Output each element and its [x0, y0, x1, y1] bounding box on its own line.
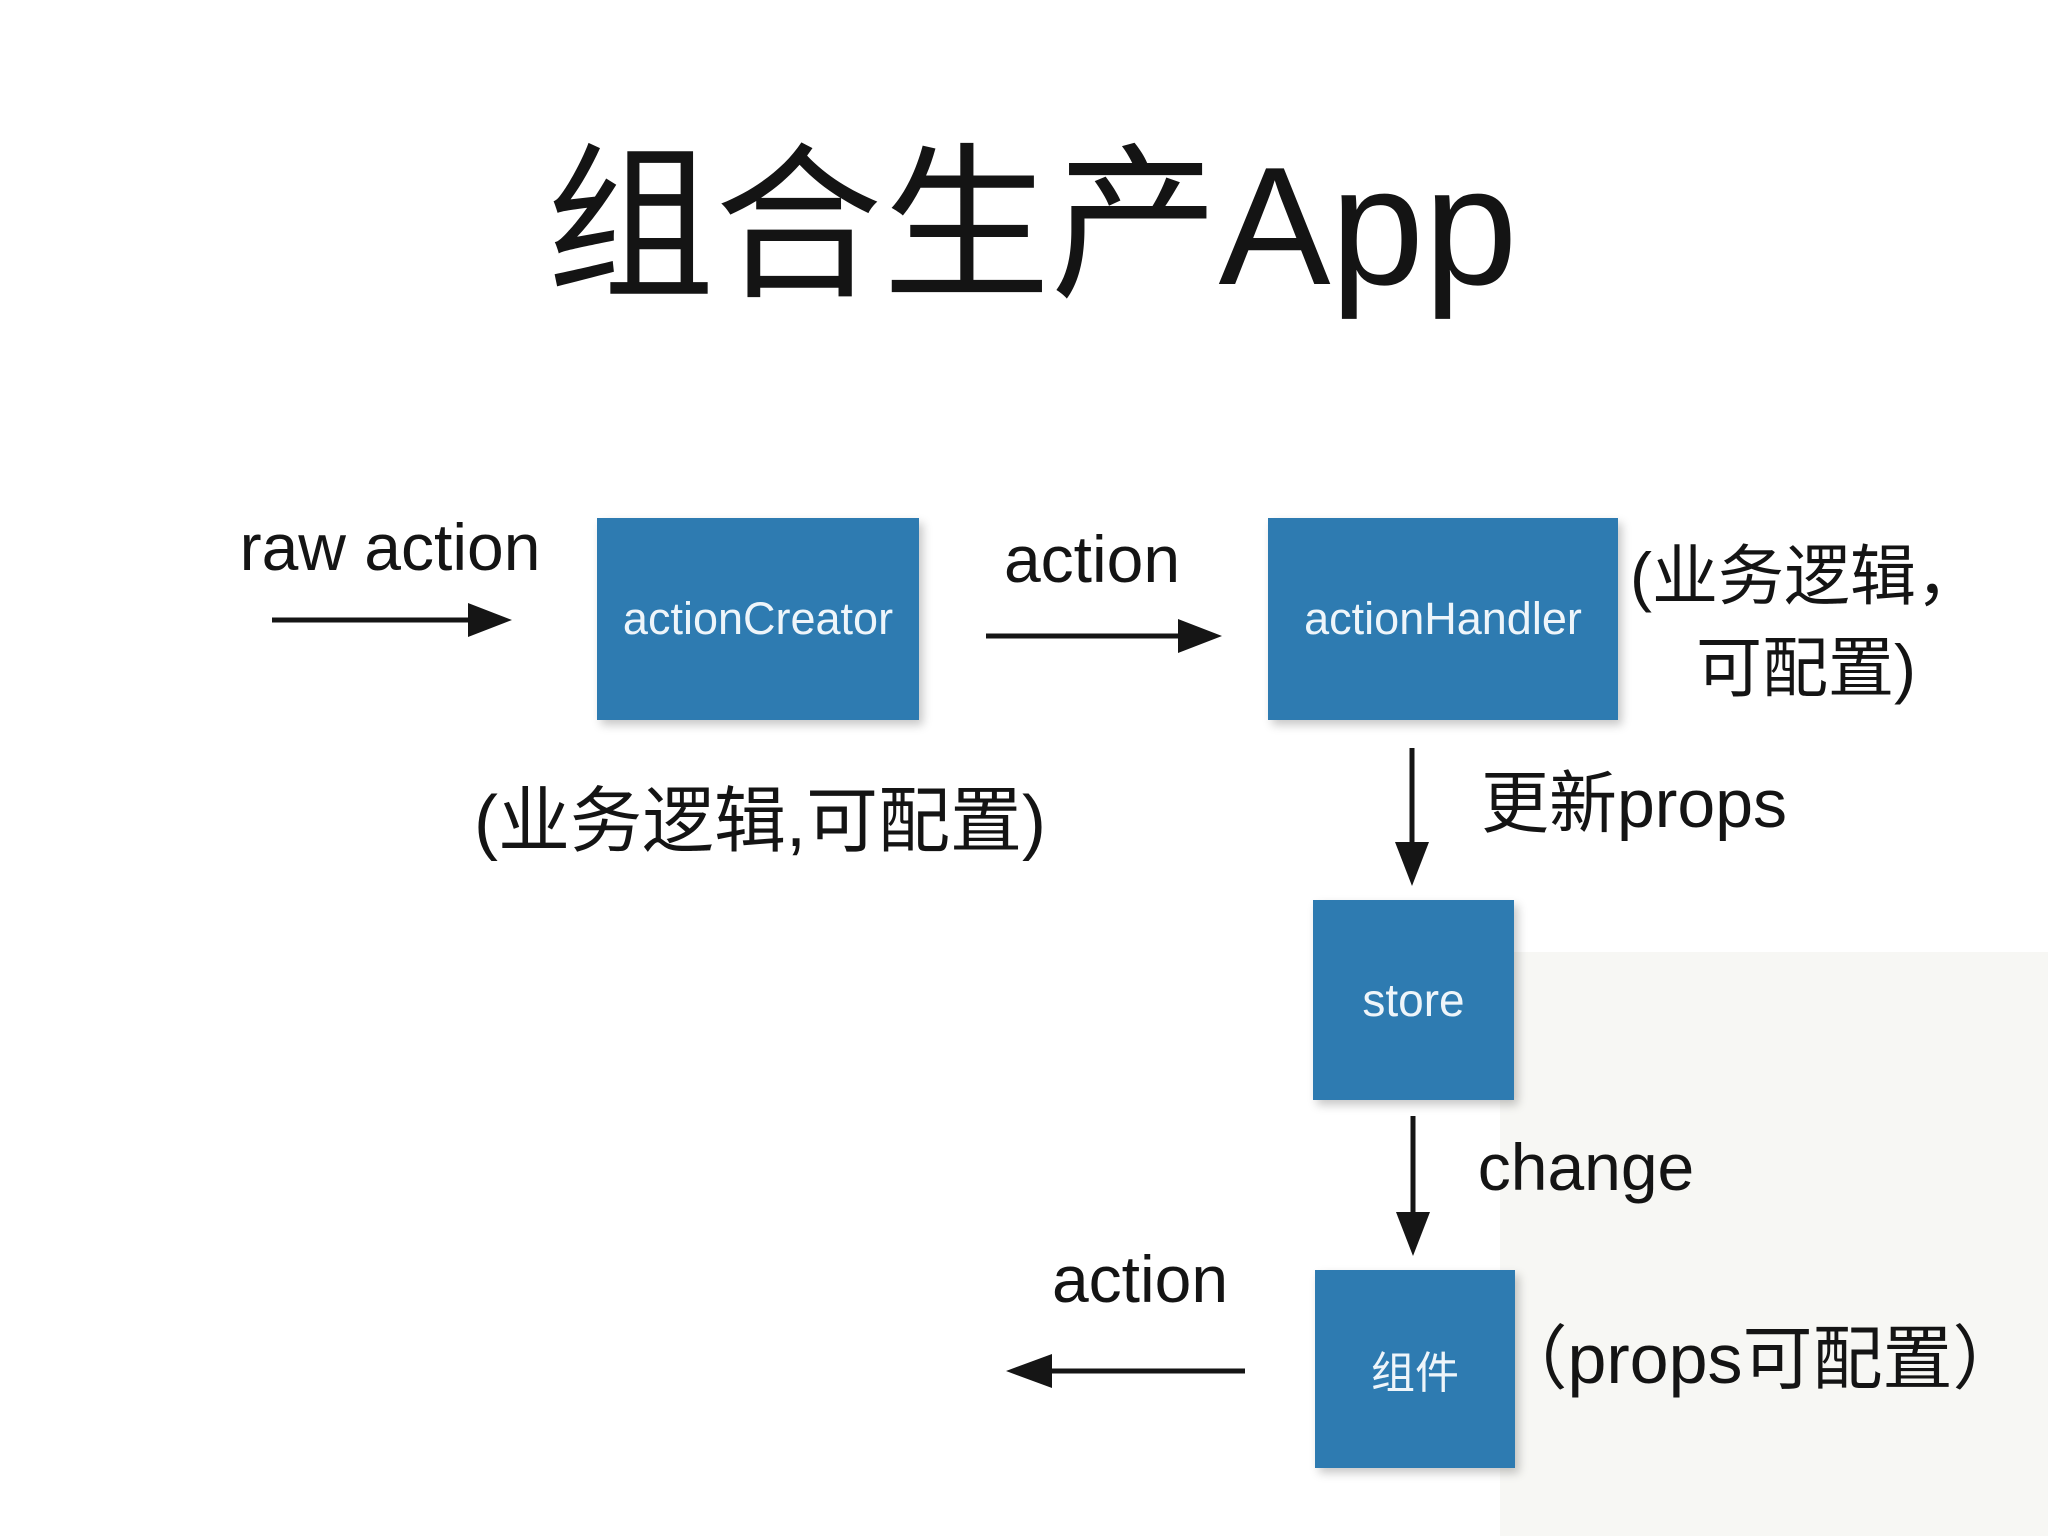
- raw-action-arrow: [272, 603, 512, 637]
- action-edge-label: action: [1003, 522, 1181, 596]
- action-right-arrow: [986, 619, 1222, 653]
- raw-action-edge-label: raw action: [239, 510, 541, 584]
- update-props-down-arrow: [1395, 748, 1429, 886]
- change-edge-label: change: [1477, 1130, 1695, 1204]
- node-component: 组件: [1315, 1270, 1515, 1468]
- node-store: store: [1313, 900, 1514, 1100]
- action-creator-note: (业务逻辑,可配置): [474, 782, 1046, 862]
- action-handler-note-line2: 可配置): [1696, 631, 1916, 706]
- node-action-creator-label: actionCreator: [622, 593, 894, 644]
- node-action-creator: actionCreator: [597, 518, 919, 720]
- node-store-label: store: [1362, 974, 1465, 1026]
- change-down-arrow: [1396, 1116, 1430, 1256]
- update-props-edge-label: 更新props: [1480, 766, 1788, 842]
- component-note: （props可配置）: [1497, 1320, 2023, 1398]
- node-action-handler-label: actionHandler: [1304, 593, 1582, 644]
- action-back-edge-label: action: [1051, 1242, 1229, 1316]
- page-title: 组合生产App: [546, 132, 1518, 320]
- node-component-label: 组件: [1371, 1349, 1459, 1398]
- paper-tint-background: [1500, 952, 2048, 1536]
- action-handler-note: (业务逻辑， 可配置): [1630, 530, 1982, 715]
- node-action-handler: actionHandler: [1268, 518, 1618, 720]
- action-left-arrow: [1006, 1354, 1245, 1388]
- action-handler-note-line1: (业务逻辑，: [1630, 539, 1982, 613]
